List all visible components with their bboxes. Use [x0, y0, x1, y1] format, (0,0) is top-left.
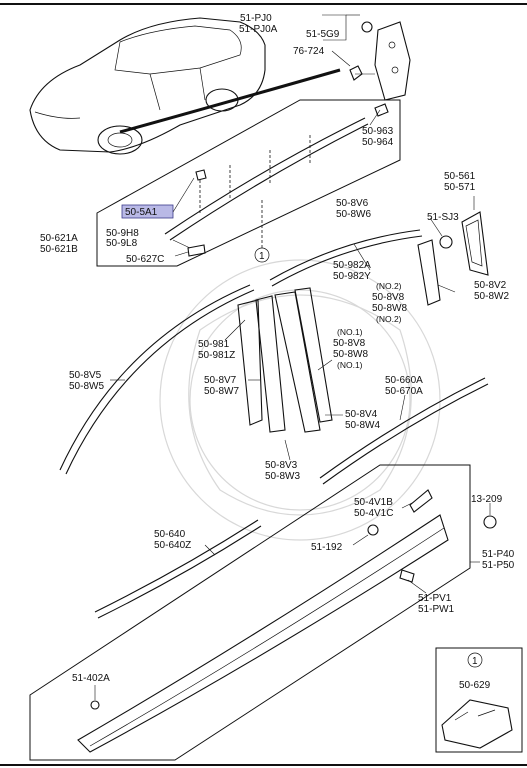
- label-50-670a: 50-670A: [385, 386, 423, 397]
- side-sill-group: [29, 464, 497, 761]
- watermark: [159, 259, 441, 541]
- label-51-192: 51-192: [311, 542, 343, 553]
- label-50-8w3: 50-8W3: [265, 471, 300, 482]
- label-50-8v7: 50-8V7: [204, 375, 237, 386]
- label-50-8w5: 50-8W5: [69, 381, 104, 392]
- label-51-p40: 51-P40: [482, 549, 515, 560]
- label-50-8w8-no1: 50-8W8: [333, 349, 368, 360]
- leader-lines: [94, 14, 491, 700]
- label-51-402a: 51-402A: [72, 673, 110, 684]
- label-50-640: 50-640: [154, 529, 186, 540]
- label-50-8v6: 50-8V6: [336, 198, 369, 209]
- reference-marker-1-inset: 1: [472, 656, 478, 667]
- label-50-621a: 50-621A: [40, 233, 78, 244]
- label-51-sj3: 51-SJ3: [427, 212, 459, 223]
- label-50-8v5: 50-8V5: [69, 370, 102, 381]
- label-50-982y: 50-982Y: [333, 271, 371, 282]
- label-50-4v1c: 50-4V1C: [354, 508, 393, 519]
- label-50-640z: 50-640Z: [154, 540, 191, 551]
- label-50-621b: 50-621B: [40, 244, 78, 255]
- label-50-8v3: 50-8V3: [265, 460, 298, 471]
- label-51-pw1: 51-PW1: [418, 604, 455, 615]
- clip-inset: [435, 647, 523, 753]
- label-50-629: 50-629: [459, 680, 491, 691]
- label-no2-a: (NO.2): [376, 281, 402, 291]
- reference-marker-1-main: 1: [259, 251, 265, 262]
- label-50-8w6: 50-8W6: [336, 209, 371, 220]
- label-no1-a: (NO.1): [337, 327, 363, 337]
- label-50-8v8-no1: 50-8V8: [333, 338, 366, 349]
- label-50-8w4: 50-8W4: [345, 420, 380, 431]
- label-50-8v4: 50-8V4: [345, 409, 378, 420]
- car-illustration: [29, 17, 341, 155]
- label-no1-b: (NO.1): [337, 360, 363, 370]
- label-50-571: 50-571: [444, 182, 476, 193]
- label-50-964: 50-964: [362, 137, 394, 148]
- label-51-pj0: 51-PJ0: [240, 13, 272, 24]
- label-51-5g9: 51-5G9: [306, 29, 340, 40]
- label-50-8w2: 50-8W2: [474, 291, 509, 302]
- molding-strips: [59, 211, 489, 619]
- label-50-963: 50-963: [362, 126, 394, 137]
- label-50-5a1: 50-5A1: [125, 207, 158, 218]
- label-50-8w8-no2: 50-8W8: [372, 303, 407, 314]
- part-labels: 51-PJ0 51-PJ0A 51-5G9 76-724 50-963 50-9…: [40, 13, 515, 691]
- label-50-4v1b: 50-4V1B: [354, 497, 393, 508]
- label-50-8v2: 50-8V2: [474, 280, 507, 291]
- label-51-p50: 51-P50: [482, 560, 515, 571]
- label-50-561: 50-561: [444, 171, 476, 182]
- label-50-660a: 50-660A: [385, 375, 423, 386]
- label-50-8w7: 50-8W7: [204, 386, 239, 397]
- label-no2-b: (NO.2): [376, 314, 402, 324]
- label-13-209: 13-209: [471, 494, 503, 505]
- label-51-pv1: 51-PV1: [418, 593, 452, 604]
- label-50-981z: 50-981Z: [198, 350, 235, 361]
- fender-bracket: [322, 14, 411, 101]
- label-76-724: 76-724: [293, 46, 325, 57]
- label-50-627c: 50-627C: [126, 254, 164, 265]
- label-50-8v8-no2: 50-8V8: [372, 292, 405, 303]
- roof-molding-group: [96, 99, 401, 267]
- label-50-9l8: 50-9L8: [106, 238, 138, 249]
- label-51-pj0a: 51-PJ0A: [239, 24, 278, 35]
- label-50-981: 50-981: [198, 339, 230, 350]
- label-50-9h8: 50-9H8: [106, 228, 139, 239]
- label-50-982a: 50-982A: [333, 260, 371, 271]
